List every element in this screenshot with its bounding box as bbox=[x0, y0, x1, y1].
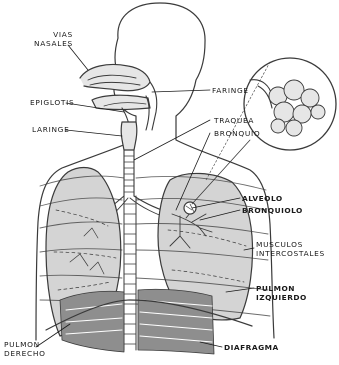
label-bronquiolo: BRONQUIOLO bbox=[242, 206, 303, 215]
label-laringe: LARINGE bbox=[32, 125, 69, 134]
label-alveolo: ALVEOLO bbox=[242, 194, 283, 203]
label-diafragma: DIAFRAGMA bbox=[224, 343, 279, 352]
nasal-cavity bbox=[80, 65, 150, 91]
label-faringe: FARINGE bbox=[212, 86, 249, 95]
label-pulmon-izquierdo: PULMON IZQUIERDO bbox=[256, 284, 307, 302]
label-musculos-intercostales: MUSCULOS INTERCOSTALES bbox=[256, 240, 325, 258]
label-pulmon-derecho: PULMON DERECHO bbox=[4, 340, 46, 358]
spine bbox=[124, 196, 136, 350]
larynx bbox=[121, 122, 137, 150]
label-vias-nasales: VIAS NASALES bbox=[34, 30, 73, 48]
label-epiglotis: EPIGLOTIS bbox=[30, 98, 74, 107]
label-bronquio: BRONQUIO bbox=[214, 129, 260, 138]
trachea bbox=[124, 150, 134, 196]
pharynx bbox=[150, 82, 157, 130]
label-traquea: TRAQUEA bbox=[214, 116, 254, 125]
intercostal-muscles bbox=[138, 289, 214, 354]
oral-cavity bbox=[92, 95, 150, 109]
